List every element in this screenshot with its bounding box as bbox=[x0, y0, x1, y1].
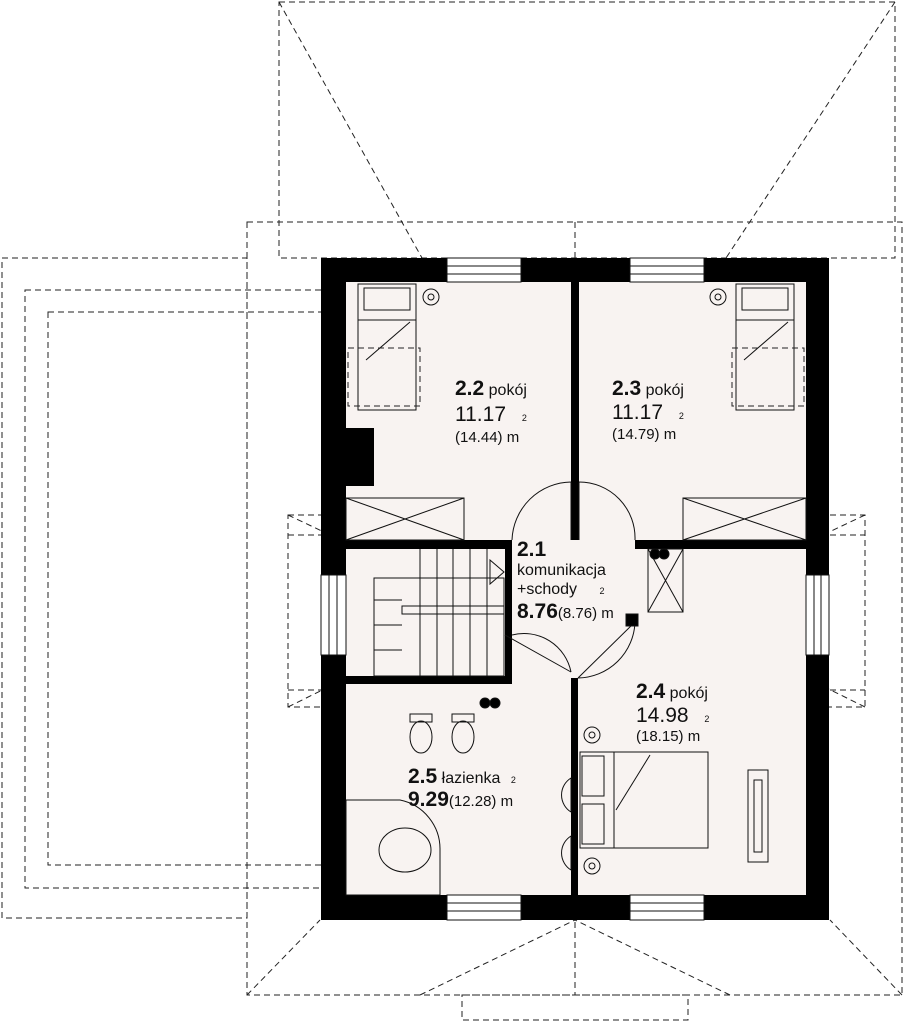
area-total: (12.28) m bbox=[448, 793, 514, 810]
area-superscript: 2 bbox=[599, 586, 605, 596]
area-value: 9.29 bbox=[408, 788, 449, 811]
room-name: pokój bbox=[645, 382, 684, 399]
room-number: 2.4 bbox=[636, 680, 666, 703]
room-2-1-area: 8.76(8.76) m bbox=[517, 601, 614, 622]
name-line2-text: +schody bbox=[517, 581, 578, 598]
room-2-3-area: 11.17 2 bbox=[612, 402, 684, 423]
area-superscript: 2 bbox=[521, 413, 527, 423]
room-2-4-label: 2.4 pokój bbox=[636, 681, 708, 702]
area-value: 11.17 bbox=[455, 403, 506, 426]
doors bbox=[504, 481, 639, 679]
windows bbox=[320, 257, 830, 921]
room-2-3-total: (14.79) m bbox=[612, 426, 677, 443]
interior-walls bbox=[346, 282, 806, 895]
bed-2-3 bbox=[709, 283, 805, 411]
wardrobes bbox=[345, 497, 807, 613]
area-superscript: 2 bbox=[704, 714, 710, 724]
room-2-5-area: 9.29(12.28) m bbox=[408, 789, 513, 810]
room-2-2-total: (14.44) m bbox=[455, 429, 520, 446]
room-number: 2.2 bbox=[455, 377, 485, 400]
room-2-4-area: 14.98 2 bbox=[636, 705, 709, 726]
room-name: łazienka bbox=[441, 770, 501, 787]
area-total: (8.76) m bbox=[557, 605, 614, 622]
bathroom-fixtures bbox=[345, 697, 572, 896]
area-value: 11.17 bbox=[612, 401, 663, 424]
room-2-1-number: 2.1 bbox=[517, 538, 547, 561]
room-2-1-name-line2: +schody 2 bbox=[517, 582, 605, 598]
room-2-1-name-line1: komunikacja bbox=[517, 562, 606, 579]
room-number: 2.5 bbox=[408, 765, 438, 788]
area-value: 8.76 bbox=[517, 600, 558, 623]
room-2-4-total: (18.15) m bbox=[636, 728, 701, 745]
room-2-2-label: 2.2 pokój bbox=[455, 378, 527, 399]
terrace-outline bbox=[1, 257, 324, 919]
room-name: pokój bbox=[669, 685, 708, 702]
area-superscript: 2 bbox=[510, 775, 516, 785]
area-superscript: 2 bbox=[678, 411, 684, 421]
room-2-2-area: 11.17 2 bbox=[455, 404, 527, 425]
bed-2-4 bbox=[579, 726, 769, 875]
chimney bbox=[346, 428, 374, 486]
room-2-3-label: 2.3 pokój bbox=[612, 378, 684, 399]
room-name: pokój bbox=[488, 382, 527, 399]
area-value: 14.98 bbox=[636, 704, 689, 727]
room-2-5-label: 2.5 łazienka 2 bbox=[408, 766, 516, 787]
room-number: 2.3 bbox=[612, 377, 642, 400]
staircase bbox=[373, 549, 505, 677]
bed-2-2 bbox=[347, 283, 440, 411]
